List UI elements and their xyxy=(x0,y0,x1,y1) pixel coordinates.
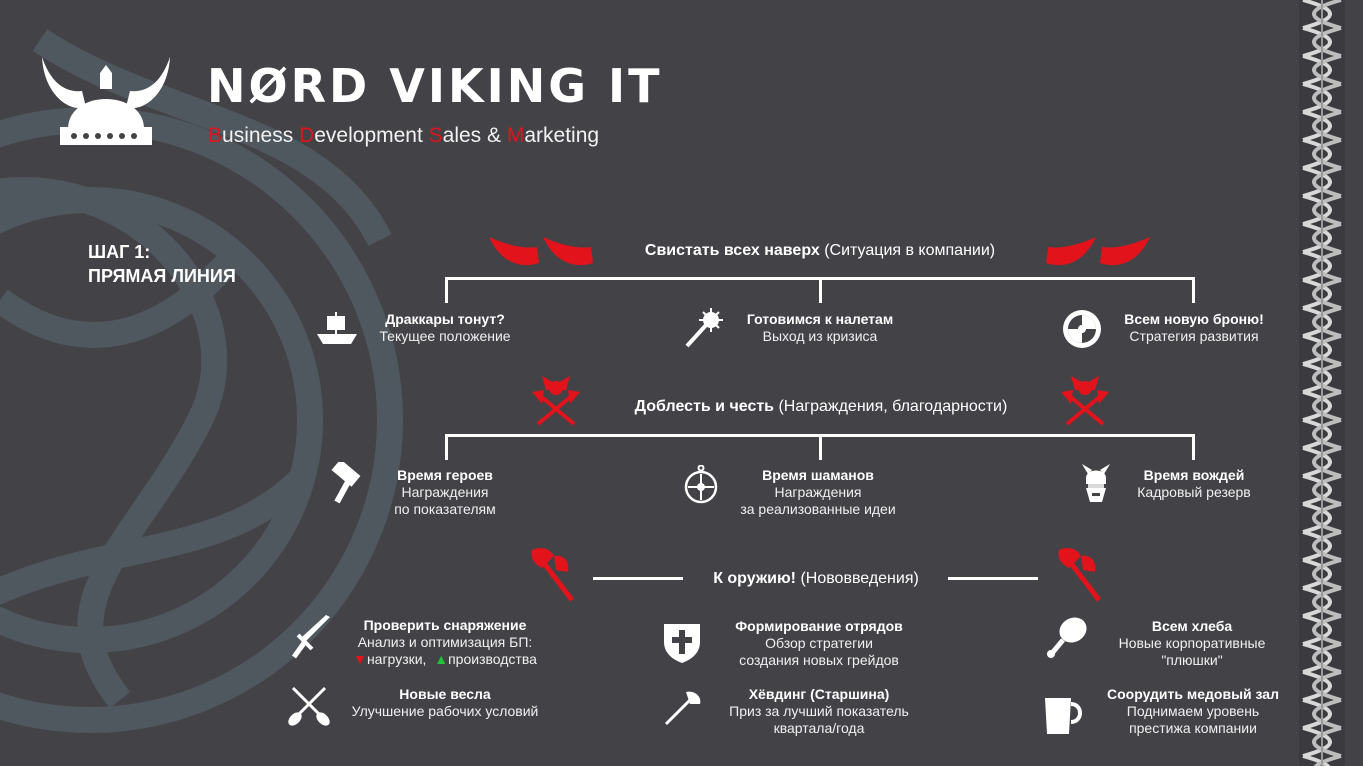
mug-icon xyxy=(1045,698,1082,734)
hammer-icon xyxy=(331,462,361,504)
item-armor: Всем новую броню! Стратегия развития xyxy=(1094,311,1294,345)
item-description: "плюшки" xyxy=(1161,652,1223,668)
connector-line xyxy=(948,577,1038,580)
item-description: Текущее положение xyxy=(379,328,511,344)
brand-title: NØRD VIKING IT xyxy=(207,59,663,113)
item-title: Формирование отрядов xyxy=(735,618,903,634)
item-raids: Готовимся к налетам Выход из кризиса xyxy=(720,311,920,345)
subtitle-word: usiness xyxy=(222,124,300,147)
item-description: Выход из кризиса xyxy=(762,328,878,344)
battle-axe-icon xyxy=(531,548,574,602)
connector-line xyxy=(593,577,683,580)
viking-helmet-icon xyxy=(42,57,170,145)
decrease-label: нагрузки, xyxy=(366,651,427,667)
section-title-bold: К оружию! xyxy=(713,570,796,587)
section-title-weapons: К оружию! (Нововведения) xyxy=(688,569,944,589)
item-description: Награждения xyxy=(774,484,862,500)
item-squads: Формирование отрядов Обзор стратегии соз… xyxy=(719,618,919,669)
item-description: Новые корпоративные xyxy=(1118,635,1266,651)
item-title: Время вождей xyxy=(1143,467,1245,483)
item-description: престижа компании xyxy=(1129,720,1257,736)
decrease-arrow-icon: ▼ xyxy=(353,651,367,667)
section-title-note: (Награждения, благодарности) xyxy=(774,398,1008,415)
section-title-note: (Нововведения) xyxy=(796,570,919,587)
section-title-bold: Доблесть и честь xyxy=(634,398,775,415)
connector-line xyxy=(819,434,822,460)
brand-subtitle: Business Development Sales & Marketing xyxy=(208,123,599,149)
step-title: ПРЯМАЯ ЛИНИЯ xyxy=(88,266,236,286)
subtitle-letter: M xyxy=(506,124,525,147)
drinking-horn-icon xyxy=(489,237,593,266)
item-title: Драккары тонут? xyxy=(385,311,505,327)
connector-line xyxy=(445,277,448,303)
section-title-awards: Доблесть и честь (Награждения, благодарн… xyxy=(590,397,1052,417)
step-label: ШАГ 1: ПРЯМАЯ ЛИНИЯ xyxy=(88,240,236,288)
item-title: Всем хлеба xyxy=(1151,618,1233,634)
item-description: за реализованные идеи xyxy=(740,501,896,517)
round-shield-icon xyxy=(1063,310,1101,348)
item-description: Поднимаем уровень xyxy=(1126,703,1260,719)
item-description: создания новых грейдов xyxy=(739,652,899,668)
connector-line xyxy=(819,277,822,303)
subtitle-word: ales & xyxy=(442,124,507,147)
item-description: Анализ и оптимизация БП: xyxy=(357,634,533,650)
item-heroes: Время героев Награждения по показателям xyxy=(345,467,545,518)
item-chiefs: Время вождей Кадровый резерв xyxy=(1094,467,1294,501)
hand-axe-icon xyxy=(664,691,701,726)
item-hall: Соорудить медовый зал Поднимаем уровень … xyxy=(1080,686,1306,737)
item-title: Соорудить медовый зал xyxy=(1107,686,1279,702)
item-bread: Всем хлеба Новые корпоративные "плюшки" xyxy=(1092,618,1292,669)
meat-leg-icon xyxy=(1047,617,1087,658)
item-title: Готовимся к налетам xyxy=(746,311,894,327)
item-description: ▼нагрузки, ▲производства xyxy=(330,651,560,668)
item-description: Кадровый резерв xyxy=(1137,484,1251,500)
increase-label: производства xyxy=(448,651,537,667)
compass-icon xyxy=(684,465,718,504)
crossed-axes-icon xyxy=(1061,376,1109,426)
sword-icon xyxy=(291,615,330,659)
item-description: Приз за лучший показатель xyxy=(729,703,909,719)
item-title: Новые весла xyxy=(399,686,491,702)
item-hevding: Хёвдинг (Старшина) Приз за лучший показа… xyxy=(709,686,929,737)
drakkar-icon xyxy=(317,312,357,344)
viking-face-icon xyxy=(1082,464,1110,502)
item-title: Хёвдинг (Старшина) xyxy=(748,686,890,702)
item-shamans: Время шаманов Награждения за реализованн… xyxy=(718,467,918,518)
crossed-oars-icon xyxy=(288,686,330,726)
step-number: ШАГ 1: xyxy=(88,242,151,262)
item-oars: Новые весла Улучшение рабочих условий xyxy=(330,686,560,720)
section-title-bold: Свистать всех наверх xyxy=(644,242,820,259)
subtitle-word: arketing xyxy=(524,124,600,147)
subtitle-letter: S xyxy=(428,124,443,147)
connector-line xyxy=(1192,277,1195,303)
connector-line xyxy=(445,434,448,460)
mace-icon xyxy=(685,308,723,348)
connector-line xyxy=(1192,434,1195,460)
item-title: Время героев xyxy=(397,467,493,483)
item-description: по показателям xyxy=(394,501,496,517)
item-gear: Проверить снаряжение Анализ и оптимизаци… xyxy=(330,617,560,668)
item-title: Время шаманов xyxy=(762,467,874,483)
item-description: Стратегия развития xyxy=(1129,328,1259,344)
increase-arrow-icon: ▲ xyxy=(434,651,449,667)
item-description: Улучшение рабочих условий xyxy=(351,703,539,719)
item-title: Проверить снаряжение xyxy=(363,617,527,633)
cross-shield-icon xyxy=(664,624,700,663)
item-description: Обзор стратегии xyxy=(765,635,873,651)
subtitle-word: evelopment xyxy=(314,124,429,147)
item-title: Всем новую броню! xyxy=(1124,311,1264,327)
braid-border-ornament xyxy=(1299,0,1345,766)
subtitle-letter: D xyxy=(299,124,315,147)
crossed-axes-icon xyxy=(532,376,580,426)
item-description: Награждения xyxy=(401,484,489,500)
subtitle-letter: B xyxy=(208,124,223,147)
item-drakkar: Драккары тонут? Текущее положение xyxy=(345,311,545,345)
battle-axe-icon xyxy=(1058,548,1101,602)
section-title-situation: Свистать всех наверх (Ситуация в компани… xyxy=(600,241,1040,261)
drinking-horn-icon xyxy=(1046,237,1150,266)
section-title-note: (Ситуация в компании) xyxy=(819,242,996,259)
item-description: квартала/года xyxy=(773,720,865,736)
